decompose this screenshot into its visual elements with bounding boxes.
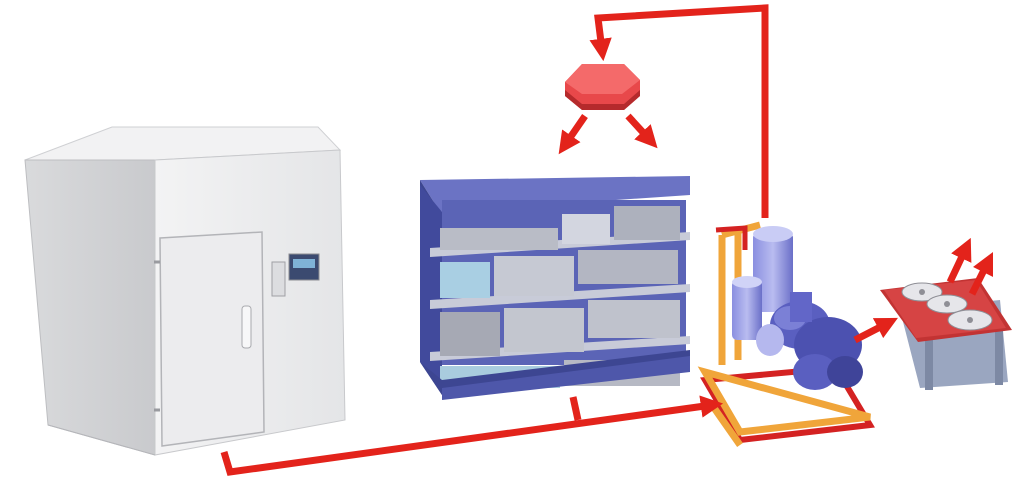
flow-arrow-heat-left <box>558 114 588 155</box>
flow-arrows <box>220 4 994 476</box>
heat-recovery-unit-icon <box>565 64 640 110</box>
flow-arrow-exhaust-2 <box>968 251 994 296</box>
compressor-rack-icon <box>697 221 875 448</box>
flow-arrow-cabinet-down <box>569 396 582 421</box>
control-switch <box>271 261 286 297</box>
door-handle <box>241 305 252 349</box>
flow-arrow-to-compressor-rack <box>220 395 724 476</box>
flow-arrow-exhaust-1 <box>946 237 972 284</box>
flow-arrow-to-heat-recovery <box>589 4 769 218</box>
cold-room-door <box>159 231 265 447</box>
flow-arrow-heat-right <box>625 113 658 149</box>
refrigerated-display-cabinet-icon <box>420 176 690 400</box>
flow-arrow-to-condenser <box>853 317 898 344</box>
fan-condenser-icon <box>880 278 1012 390</box>
cold-room-icon <box>24 126 346 456</box>
